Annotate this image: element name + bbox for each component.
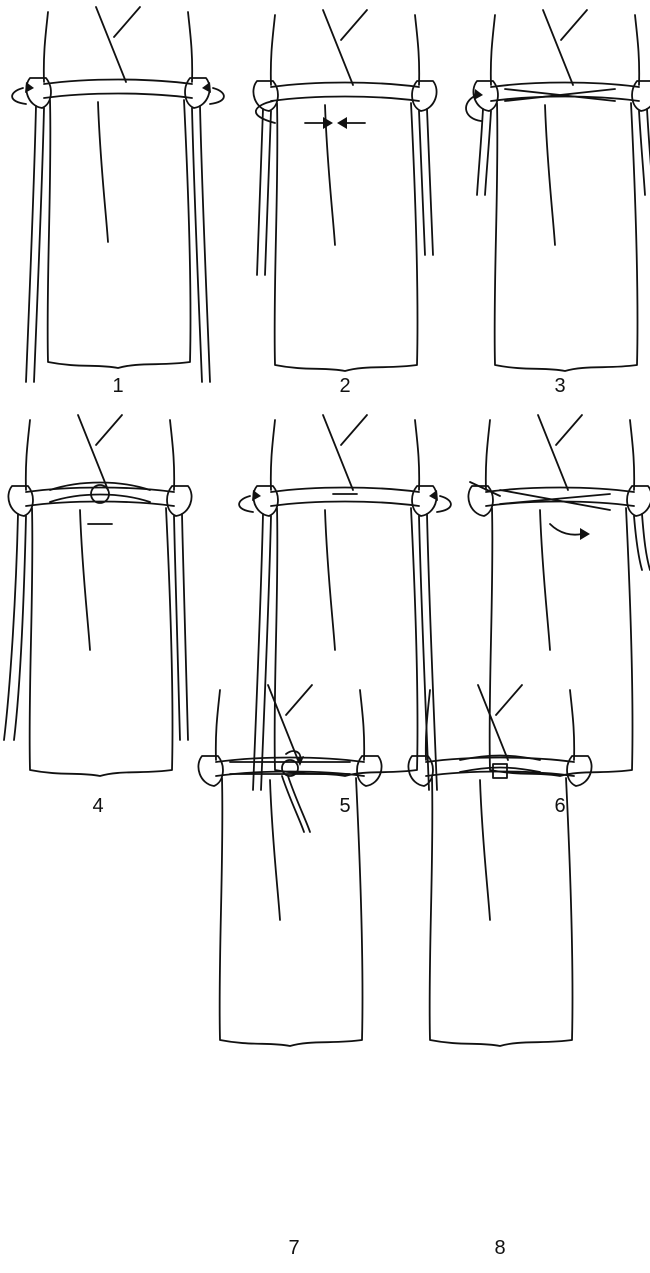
step-label-1: 1 — [112, 375, 123, 397]
step-label-3: 3 — [554, 375, 565, 397]
step-label-8: 8 — [494, 1237, 505, 1259]
step-8-figure — [408, 685, 591, 1046]
arrow-right-hand-icon — [210, 88, 224, 104]
step-label-6: 6 — [554, 795, 565, 817]
step-7-figure — [198, 685, 381, 1046]
step-3-figure — [466, 10, 650, 371]
step-label-2: 2 — [339, 375, 350, 397]
step-6-figure — [468, 415, 650, 776]
step-label-4: 4 — [92, 795, 103, 817]
step-label-5: 5 — [339, 795, 350, 817]
arrow-left-side-icon — [256, 101, 275, 123]
arrow-left-hand-icon — [239, 496, 253, 512]
arrow-knot-down-icon — [550, 524, 582, 535]
arrow-left-hand-icon — [466, 97, 481, 121]
step-1-figure — [12, 7, 224, 382]
arrow-right-hand-icon — [437, 496, 451, 512]
arrow-left-hand-icon — [12, 88, 26, 104]
step-2-figure — [253, 10, 436, 371]
step-4-figure — [4, 415, 192, 776]
step-label-7: 7 — [288, 1237, 299, 1259]
step-5-figure — [239, 415, 451, 790]
